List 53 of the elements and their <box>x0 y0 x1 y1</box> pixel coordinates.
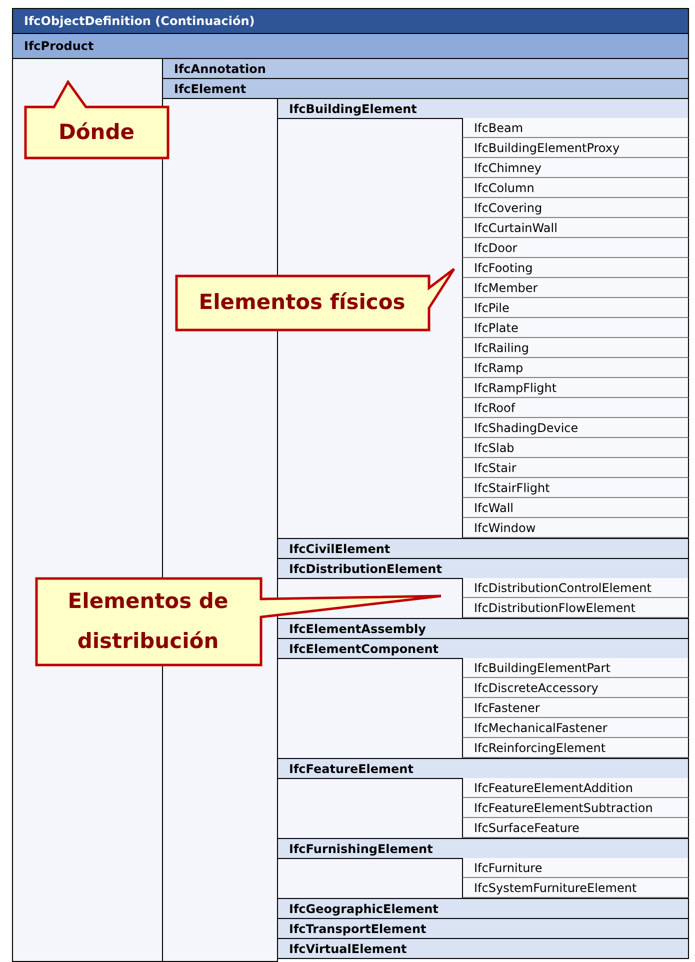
callout-bubble <box>175 266 457 332</box>
class-header-bar: IfcGeographicElement <box>277 898 689 919</box>
class-cell: IfcBeam <box>462 118 689 138</box>
class-cell: IfcCurtainWall <box>462 218 689 238</box>
callout-text: Elementos físicos <box>198 289 406 316</box>
class-cell: IfcMechanicalFastener <box>462 718 689 738</box>
class-header-bar: IfcBuildingElement <box>277 98 689 119</box>
class-cell: IfcStair <box>462 458 689 478</box>
class-cell: IfcCovering <box>462 198 689 218</box>
class-cell: IfcFurniture <box>462 858 689 878</box>
class-cell: IfcDistributionControlElement <box>462 578 689 598</box>
class-header-bar: IfcElementAssembly <box>277 618 689 639</box>
class-header-bar: IfcProduct <box>12 33 689 59</box>
title-bar: IfcObjectDefinition (Continuación) <box>12 8 689 34</box>
callout-text: Elementos de distribución <box>66 588 230 655</box>
class-cell: IfcFastener <box>462 698 689 718</box>
class-cell: IfcRampFlight <box>462 378 689 398</box>
class-cell: IfcReinforcingElement <box>462 738 689 758</box>
class-header-bar: IfcCivilElement <box>277 538 689 559</box>
class-cell: IfcRamp <box>462 358 689 378</box>
class-cell: IfcRoof <box>462 398 689 418</box>
class-cell: IfcDoor <box>462 238 689 258</box>
class-cell: IfcBuildingElementProxy <box>462 138 689 158</box>
class-header-bar: IfcFurnishingElement <box>277 838 689 859</box>
class-cell: IfcShadingDevice <box>462 418 689 438</box>
class-header-bar: IfcAnnotation <box>162 58 689 79</box>
class-cell: IfcBuildingElementPart <box>462 658 689 678</box>
class-cell: IfcStairFlight <box>462 478 689 498</box>
class-cell: IfcFeatureElementAddition <box>462 778 689 798</box>
class-header-bar: IfcElement <box>162 78 689 99</box>
class-cell: IfcDiscreteAccessory <box>462 678 689 698</box>
callout-text: Dónde <box>58 118 135 146</box>
callout-bubble <box>24 80 170 160</box>
class-header-bar: IfcFeatureElement <box>277 758 689 779</box>
class-cell: IfcMember <box>462 278 689 298</box>
class-cell: IfcSlab <box>462 438 689 458</box>
class-cell: IfcWall <box>462 498 689 518</box>
class-header-bar: IfcElementComponent <box>277 638 689 659</box>
class-header-bar: IfcTransportElement <box>277 918 689 939</box>
class-cell: IfcPlate <box>462 318 689 338</box>
class-cell: IfcFooting <box>462 258 689 278</box>
class-header-bar: IfcDistributionElement <box>277 558 689 579</box>
class-header-bar: IfcVirtualElement <box>277 938 689 959</box>
class-cell: IfcRailing <box>462 338 689 358</box>
class-cell: IfcPile <box>462 298 689 318</box>
class-cell: IfcDistributionFlowElement <box>462 598 689 618</box>
class-cell: IfcChimney <box>462 158 689 178</box>
class-cell: IfcWindow <box>462 518 689 538</box>
class-cell: IfcColumn <box>462 178 689 198</box>
class-cell: IfcSystemFurnitureElement <box>462 878 689 898</box>
class-cell: IfcSurfaceFeature <box>462 818 689 838</box>
callout-bubble <box>35 577 443 667</box>
class-cell: IfcFeatureElementSubtraction <box>462 798 689 818</box>
